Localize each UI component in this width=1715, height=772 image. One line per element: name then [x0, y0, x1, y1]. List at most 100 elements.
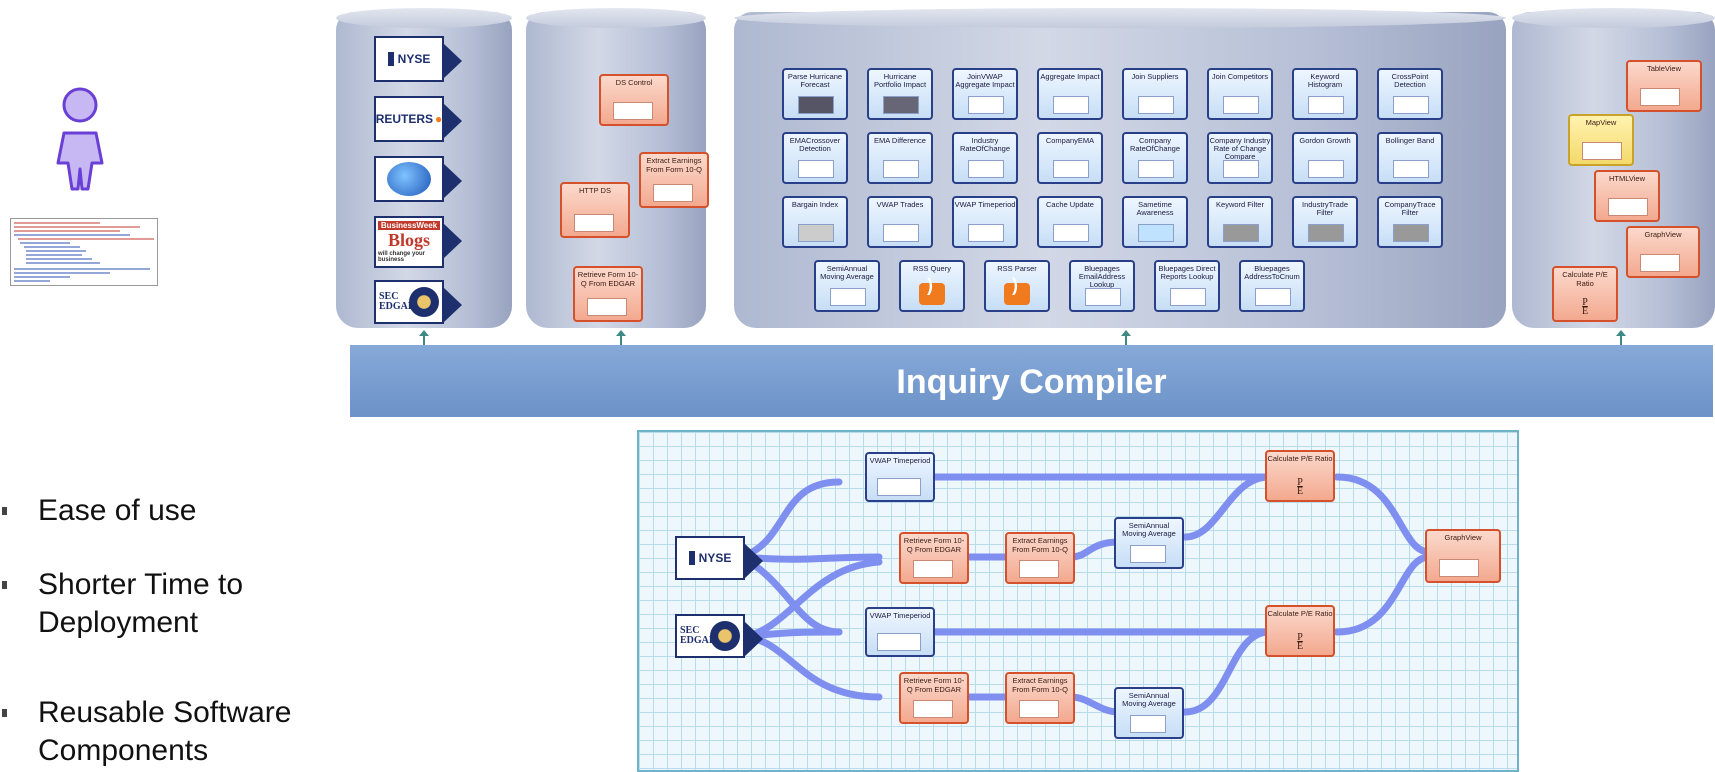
gordon-growth-component[interactable]: Gordon Growth [1292, 132, 1358, 184]
component-label: VWAP Timeperiod [869, 456, 931, 465]
component-label: Bluepages AddressToCnum [1244, 264, 1300, 281]
component-label: Join Suppliers [1131, 72, 1179, 81]
cache-update-component[interactable]: Cache Update [1037, 196, 1103, 248]
ds-control-label: DS Control [615, 78, 653, 87]
inquiry-compiler-title: Inquiry Compiler [896, 363, 1167, 401]
ema-crossover-detection-component[interactable]: EMACrossover Detection [782, 132, 848, 184]
component-label: Calculate P/E Ratio [1267, 454, 1333, 463]
component-label: Hurricane Portfolio Impact [873, 72, 927, 89]
http-ds-component[interactable]: HTTP DS [560, 182, 630, 238]
component-label: VWAP Timeperiod [869, 611, 931, 620]
join-suppliers-component[interactable]: Join Suppliers [1122, 68, 1188, 120]
bullet-text: Ease of use [38, 494, 197, 527]
company-industry-compare-component[interactable]: Company Industry Rate of Change Compare [1207, 132, 1273, 184]
semiannual-moving-average-component[interactable]: SemiAnnual Moving Average [814, 260, 880, 312]
component-label: Calculate P/E Ratio [1562, 270, 1608, 288]
ingest-repository: DS Control Extract Earnings From Form 10… [526, 8, 709, 328]
flow-graph-view[interactable]: GraphView [1425, 529, 1501, 583]
pe-denominator: E [1296, 641, 1304, 652]
component-label: Gordon Growth [1299, 136, 1351, 145]
pe-denominator: E [1296, 486, 1304, 497]
component-label: Join Competitors [1211, 72, 1269, 81]
flow-vwap-timeperiod-bottom[interactable]: VWAP Timeperiod [865, 607, 935, 657]
flow-retrieve-form-bottom[interactable]: Retrieve Form 10-Q From EDGAR [899, 672, 969, 724]
industry-trade-filter-component[interactable]: IndustryTrade Filter [1292, 196, 1358, 248]
flow-extract-earnings-top[interactable]: Extract Earnings From Form 10-Q [1005, 532, 1075, 584]
bluepages-direct-reports-component[interactable]: Bluepages Direct Reports Lookup [1154, 260, 1220, 312]
bluepages-email-lookup-component[interactable]: Bluepages EmailAddress Lookup [1069, 260, 1135, 312]
extract-earnings-component[interactable]: Extract Earnings From Form 10-Q [639, 152, 709, 208]
parse-hurricane-forecast-component[interactable]: Parse Hurricane Forecast [782, 68, 848, 120]
hurricane-portfolio-impact-component[interactable]: Hurricane Portfolio Impact [867, 68, 933, 120]
flow-pipes [737, 473, 1433, 716]
nyse-source[interactable]: NYSE [374, 36, 462, 82]
component-label: Bollinger Band [1385, 136, 1435, 145]
company-ema-component[interactable]: CompanyEMA [1037, 132, 1103, 184]
vwap-timeperiod-component[interactable]: VWAP Timeperiod [952, 196, 1018, 248]
company-trace-filter-component[interactable]: CompanyTrace Filter [1377, 196, 1443, 248]
table-view-component[interactable]: TableView [1626, 60, 1702, 112]
flow-retrieve-form-top[interactable]: Retrieve Form 10-Q From EDGAR [899, 532, 969, 584]
bargain-index-component[interactable]: Bargain Index [782, 196, 848, 248]
flow-nyse-source[interactable]: NYSE [675, 536, 763, 580]
flow-extract-earnings-bottom[interactable]: Extract Earnings From Form 10-Q [1005, 672, 1075, 724]
rss-icon [919, 281, 945, 305]
reuters-logo-icon: ● [435, 112, 443, 126]
component-label: GraphView [1644, 230, 1682, 239]
component-label: VWAP Timeperiod [954, 200, 1016, 209]
keyword-filter-component[interactable]: Keyword Filter [1207, 196, 1273, 248]
component-label: HTMLView [1609, 174, 1645, 183]
reuters-source[interactable]: REUTERS ● [374, 96, 462, 142]
pipe [1067, 538, 1123, 561]
industry-rate-of-change-component[interactable]: Industry RateOfChange [952, 132, 1018, 184]
flow-vwap-timeperiod-top[interactable]: VWAP Timeperiod [865, 452, 935, 502]
blogs-tagline: will change your business [378, 251, 426, 263]
component-label: Calculate P/E Ratio [1267, 609, 1333, 618]
vwap-trades-component[interactable]: VWAP Trades [867, 196, 933, 248]
flow-sma-top[interactable]: SemiAnnual Moving Average [1114, 517, 1184, 569]
retrieve-form-component[interactable]: Retrieve Form 10-Q From EDGAR [573, 266, 643, 322]
noaa-source[interactable] [374, 156, 462, 202]
component-label: VWAP Trades [876, 200, 924, 209]
join-vwap-aggregate-impact-component[interactable]: JoinVWAP Aggregate Impact [952, 68, 1018, 120]
ema-difference-component[interactable]: EMA Difference [867, 132, 933, 184]
sink-repository: TableView MapView HTMLView GraphView Cal… [1512, 8, 1715, 328]
component-label: Extract Earnings From Form 10-Q [1012, 536, 1068, 554]
html-view-component[interactable]: HTMLView [1594, 170, 1660, 222]
retrieve-form-label: Retrieve Form 10-Q From EDGAR [577, 270, 639, 288]
company-rate-of-change-component[interactable]: Company RateOfChange [1122, 132, 1188, 184]
flow-nyse-label: NYSE [698, 551, 732, 565]
ds-control-component[interactable]: DS Control [599, 74, 669, 126]
rss-parser-component[interactable]: RSS Parser [984, 260, 1050, 312]
component-label: Bluepages Direct Reports Lookup [1158, 264, 1216, 281]
crosspoint-detection-component[interactable]: CrossPoint Detection [1377, 68, 1443, 120]
component-label: SemiAnnual Moving Average [820, 264, 874, 281]
rss-query-component[interactable]: RSS Query [899, 260, 965, 312]
flow-sma-bottom[interactable]: SemiAnnual Moving Average [1114, 687, 1184, 739]
noaa-globe-icon [387, 162, 431, 196]
bullet-text: Reusable Software Components [38, 696, 292, 767]
map-view-component[interactable]: MapView [1568, 114, 1634, 166]
sec-edgar-source[interactable]: SEC EDGAR [374, 280, 462, 324]
sec-seal-icon [710, 621, 740, 651]
graph-view-component[interactable]: GraphView [1626, 226, 1700, 278]
component-label: RSS Parser [997, 264, 1037, 273]
blogs-source[interactable]: BusinessWeek Blogs will change your busi… [374, 216, 462, 268]
bollinger-band-component[interactable]: Bollinger Band [1377, 132, 1443, 184]
component-label: Company RateOfChange [1129, 136, 1181, 153]
component-label: SemiAnnual Moving Average [1122, 521, 1176, 538]
flow-sec-source[interactable]: SEC EDGAR [675, 614, 763, 658]
component-label: Retrieve Form 10-Q From EDGAR [903, 676, 965, 694]
component-label: JoinVWAP Aggregate Impact [955, 72, 1015, 89]
component-label: RSS Query [913, 264, 951, 273]
component-label: TableView [1646, 64, 1682, 73]
bluepages-address-to-cnum-component[interactable]: Bluepages AddressToCnum [1239, 260, 1305, 312]
join-competitors-component[interactable]: Join Competitors [1207, 68, 1273, 120]
aggregate-impact-component[interactable]: Aggregate Impact [1037, 68, 1103, 120]
keyword-histogram-component[interactable]: Keyword Histogram [1292, 68, 1358, 120]
source-repository: NYSE REUTERS ● BusinessWeek Blogs will c… [336, 8, 512, 328]
sametime-awareness-component[interactable]: Sametime Awareness [1122, 196, 1188, 248]
